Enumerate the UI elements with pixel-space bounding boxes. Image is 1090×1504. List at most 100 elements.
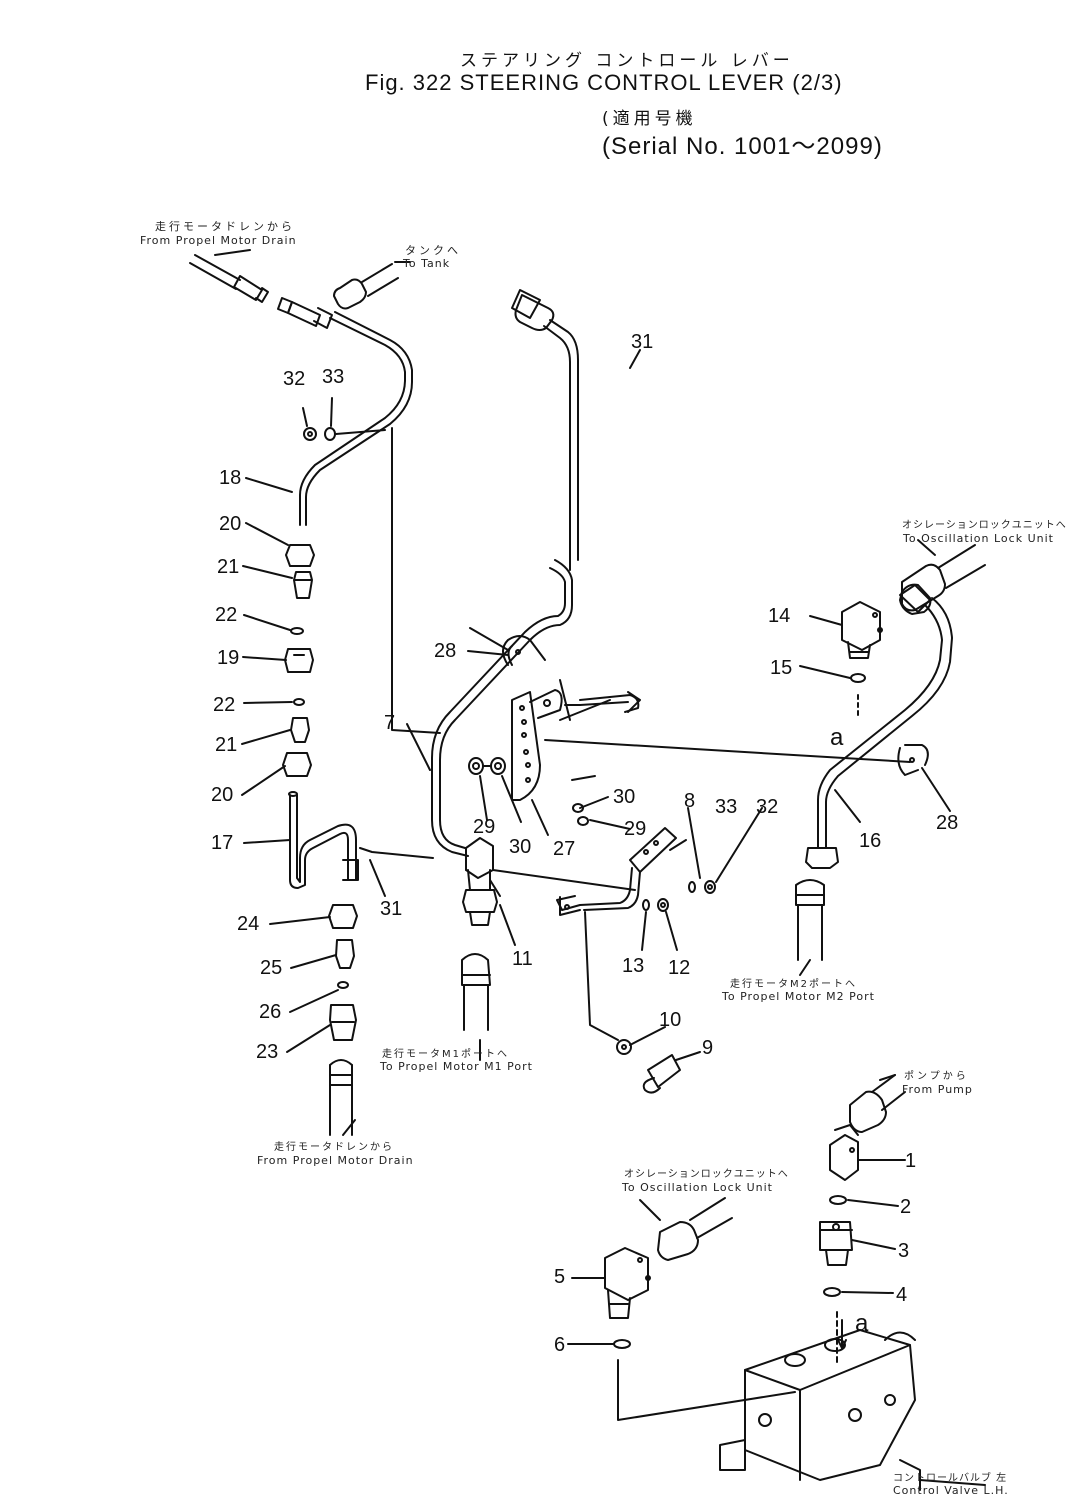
- hose-to-propel-m2: [795, 879, 825, 961]
- nut-29: [468, 757, 484, 775]
- nut-12: [657, 898, 669, 912]
- oring-26: [337, 981, 349, 989]
- clamp-28-right: [897, 744, 929, 776]
- serial-range: (Serial No. 1001～2099): [602, 133, 883, 160]
- tube-17: [288, 791, 359, 889]
- part-number: 33: [322, 366, 345, 388]
- part-number: 9: [702, 1037, 714, 1059]
- oring-2: [829, 1195, 847, 1205]
- part-number: 8: [684, 790, 696, 812]
- label-from-propel-drain-top: From Propel Motor Drain: [140, 234, 297, 247]
- part-number: 30: [613, 786, 636, 808]
- label-to-propel-m1-jp: 走行モータM1ポートへ: [382, 1049, 509, 1060]
- part-number: 23: [256, 1041, 279, 1063]
- nut-24: [328, 904, 358, 929]
- part-number: 27: [553, 838, 576, 860]
- part-number: 32: [283, 368, 306, 390]
- elbow-14: [841, 601, 883, 659]
- label-control-valve: Control Valve L.H.: [893, 1484, 1009, 1497]
- clamp-28-top: [502, 635, 546, 666]
- union-19: [284, 648, 314, 673]
- ref-a-bottom: a: [855, 1310, 869, 1337]
- hose-to-tank: [333, 263, 399, 310]
- part-number: 3: [898, 1240, 910, 1262]
- part-number: 33: [715, 796, 738, 818]
- part-number: 31: [380, 898, 403, 920]
- part-number: 28: [936, 812, 959, 834]
- part-number: 6: [554, 1334, 566, 1356]
- label-to-oscillation-bottom-jp: オシレーションロックユニットへ: [624, 1169, 789, 1180]
- part-number: 25: [260, 957, 283, 979]
- part-number: 29: [473, 816, 496, 838]
- part-number: 20: [219, 513, 242, 535]
- part-number: 20: [211, 784, 234, 806]
- control-valve: [719, 1329, 921, 1491]
- part-number: 22: [215, 604, 238, 626]
- clip-31-top: [559, 679, 641, 721]
- adapter-25: [335, 939, 355, 969]
- label-from-propel-drain-top-jp: 走行モータドレンから: [155, 220, 295, 233]
- oring-22-top: [290, 627, 304, 635]
- hose-from-drain-top: [189, 254, 269, 303]
- elbow-1: [829, 1124, 859, 1181]
- washer-10: [616, 1039, 632, 1055]
- part-number: 29: [624, 818, 647, 840]
- washer-30: [490, 757, 506, 775]
- part-number: 14: [768, 605, 791, 627]
- union-23: [329, 1004, 357, 1041]
- oring-6: [613, 1339, 631, 1349]
- part-number: 1: [905, 1150, 917, 1172]
- part-number: 4: [896, 1284, 908, 1306]
- oring-15: [850, 673, 866, 683]
- title-japanese: ステアリング コントロール レバー: [460, 51, 794, 71]
- label-to-tank: To Tank: [403, 257, 451, 270]
- label-to-propel-m1: To Propel Motor M1 Port: [380, 1060, 533, 1073]
- tube-18: [299, 311, 413, 526]
- hose-to-propel-m1: [461, 953, 491, 1031]
- part-number: 30: [509, 836, 532, 858]
- part-number: 11: [512, 948, 533, 970]
- elbow-5: [604, 1247, 651, 1319]
- part-number: 21: [217, 556, 240, 578]
- part-number: 28: [434, 640, 457, 662]
- label-to-oscillation-top-jp: オシレーションロックユニットへ: [902, 520, 1067, 531]
- tube-7: [431, 289, 579, 857]
- label-control-valve-jp: コントロールバルブ 左: [893, 1473, 1008, 1484]
- washer-13: [642, 899, 650, 911]
- nut-20-bottom: [282, 752, 312, 777]
- label-from-pump-jp: ポンプから: [904, 1071, 969, 1082]
- part-number: 10: [659, 1009, 682, 1031]
- label-to-propel-m2: To Propel Motor M2 Port: [722, 990, 875, 1003]
- serial-label-japanese: (適用号機: [602, 109, 697, 129]
- part-number: 18: [219, 467, 242, 489]
- part-number: 26: [259, 1001, 282, 1023]
- ref-a-top: a: [830, 724, 844, 751]
- label-to-oscillation-bottom: To Oscillation Lock Unit: [622, 1181, 773, 1194]
- part-number: 21: [215, 734, 238, 756]
- part-number: 24: [237, 913, 260, 935]
- part-number: 32: [756, 796, 779, 818]
- nut-20-top: [285, 544, 315, 567]
- label-from-pump: From Pump: [902, 1083, 973, 1096]
- bracket-8: [556, 827, 677, 1041]
- label-from-propel-drain-bottom-jp: 走行モータドレンから: [274, 1142, 394, 1153]
- part-number: 15: [770, 657, 793, 679]
- washer-33: [688, 881, 696, 893]
- elbow-11: [462, 837, 636, 926]
- part-number: 13: [622, 955, 645, 977]
- fitting-top-left: [277, 297, 333, 329]
- adapter-3: [819, 1221, 853, 1266]
- adapter-21-top: [293, 571, 313, 599]
- figure-title: Fig. 322 STEERING CONTROL LEVER (2/3): [365, 70, 843, 95]
- nut-32: [704, 880, 716, 894]
- hose-from-drain-bottom: [329, 1059, 353, 1136]
- part-number: 16: [859, 830, 882, 852]
- part-number: 22: [213, 694, 236, 716]
- adapter-21-bottom: [290, 717, 310, 743]
- oring-4: [823, 1287, 841, 1297]
- part-number: 2: [900, 1196, 912, 1218]
- label-from-propel-drain-bottom: From Propel Motor Drain: [257, 1154, 414, 1167]
- bracket-27: [511, 689, 563, 801]
